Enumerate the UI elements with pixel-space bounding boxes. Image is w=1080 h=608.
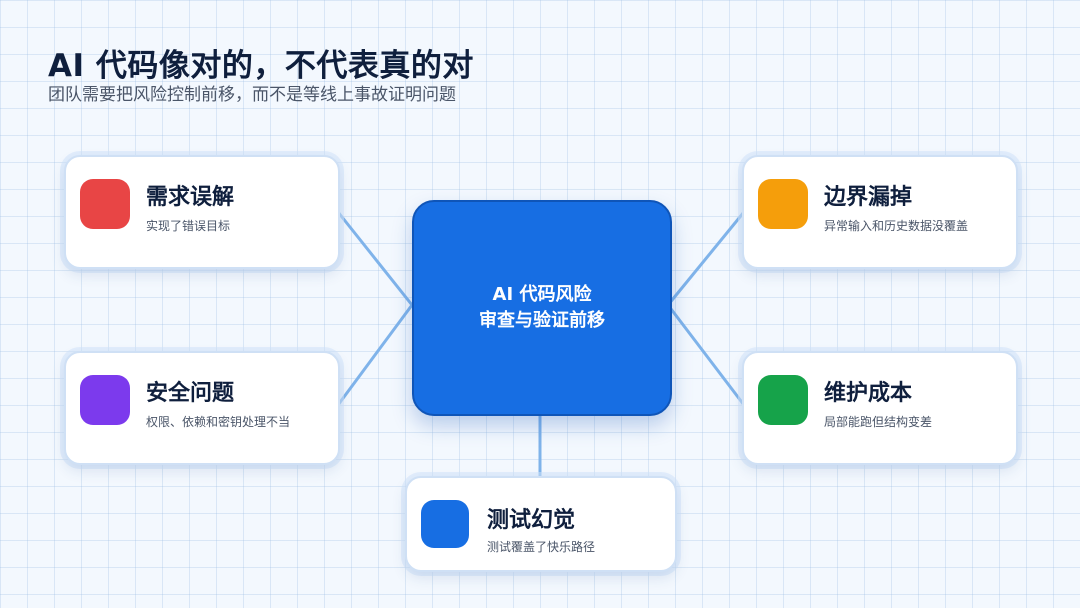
risk-swatch-demand <box>80 179 130 229</box>
risk-swatch-boundary <box>758 179 808 229</box>
risk-title-boundary: 边界漏掉 <box>824 185 913 210</box>
connector-demand <box>336 211 414 306</box>
risk-card-boundary: 边界漏掉 异常输入和历史数据没覆盖 <box>742 155 1018 269</box>
risk-swatch-maintenance <box>758 375 808 425</box>
risk-desc-testing: 测试覆盖了快乐路径 <box>487 540 596 554</box>
risk-title-testing: 测试幻觉 <box>487 508 576 533</box>
risk-title-maintenance: 维护成本 <box>824 381 913 406</box>
connector-security <box>336 304 414 406</box>
risk-card-testing: 测试幻觉 测试覆盖了快乐路径 <box>405 476 677 572</box>
connector-boundary <box>666 211 746 306</box>
risk-desc-boundary: 异常输入和历史数据没覆盖 <box>824 219 969 233</box>
risk-card-security: 安全问题 权限、依赖和密钥处理不当 <box>64 351 340 465</box>
page-subtitle: 团队需要把风险控制前移，而不是等线上事故证明问题 <box>48 85 456 105</box>
risk-swatch-security <box>80 375 130 425</box>
risk-desc-demand: 实现了错误目标 <box>146 219 231 233</box>
risk-swatch-testing <box>421 500 469 548</box>
risk-card-demand: 需求误解 实现了错误目标 <box>64 155 340 269</box>
center-node-line1: AI 代码风险 <box>492 284 592 305</box>
center-node-line2: 审查与验证前移 <box>479 310 605 331</box>
page-title: AI 代码像对的，不代表真的对 <box>48 48 474 84</box>
risk-title-security: 安全问题 <box>146 381 235 406</box>
risk-desc-maintenance: 局部能跑但结构变差 <box>824 415 933 429</box>
center-node: AI 代码风险 审查与验证前移 <box>412 200 672 416</box>
connector-maintenance <box>666 304 746 406</box>
risk-desc-security: 权限、依赖和密钥处理不当 <box>146 415 291 429</box>
risk-title-demand: 需求误解 <box>146 185 235 210</box>
risk-card-maintenance: 维护成本 局部能跑但结构变差 <box>742 351 1018 465</box>
